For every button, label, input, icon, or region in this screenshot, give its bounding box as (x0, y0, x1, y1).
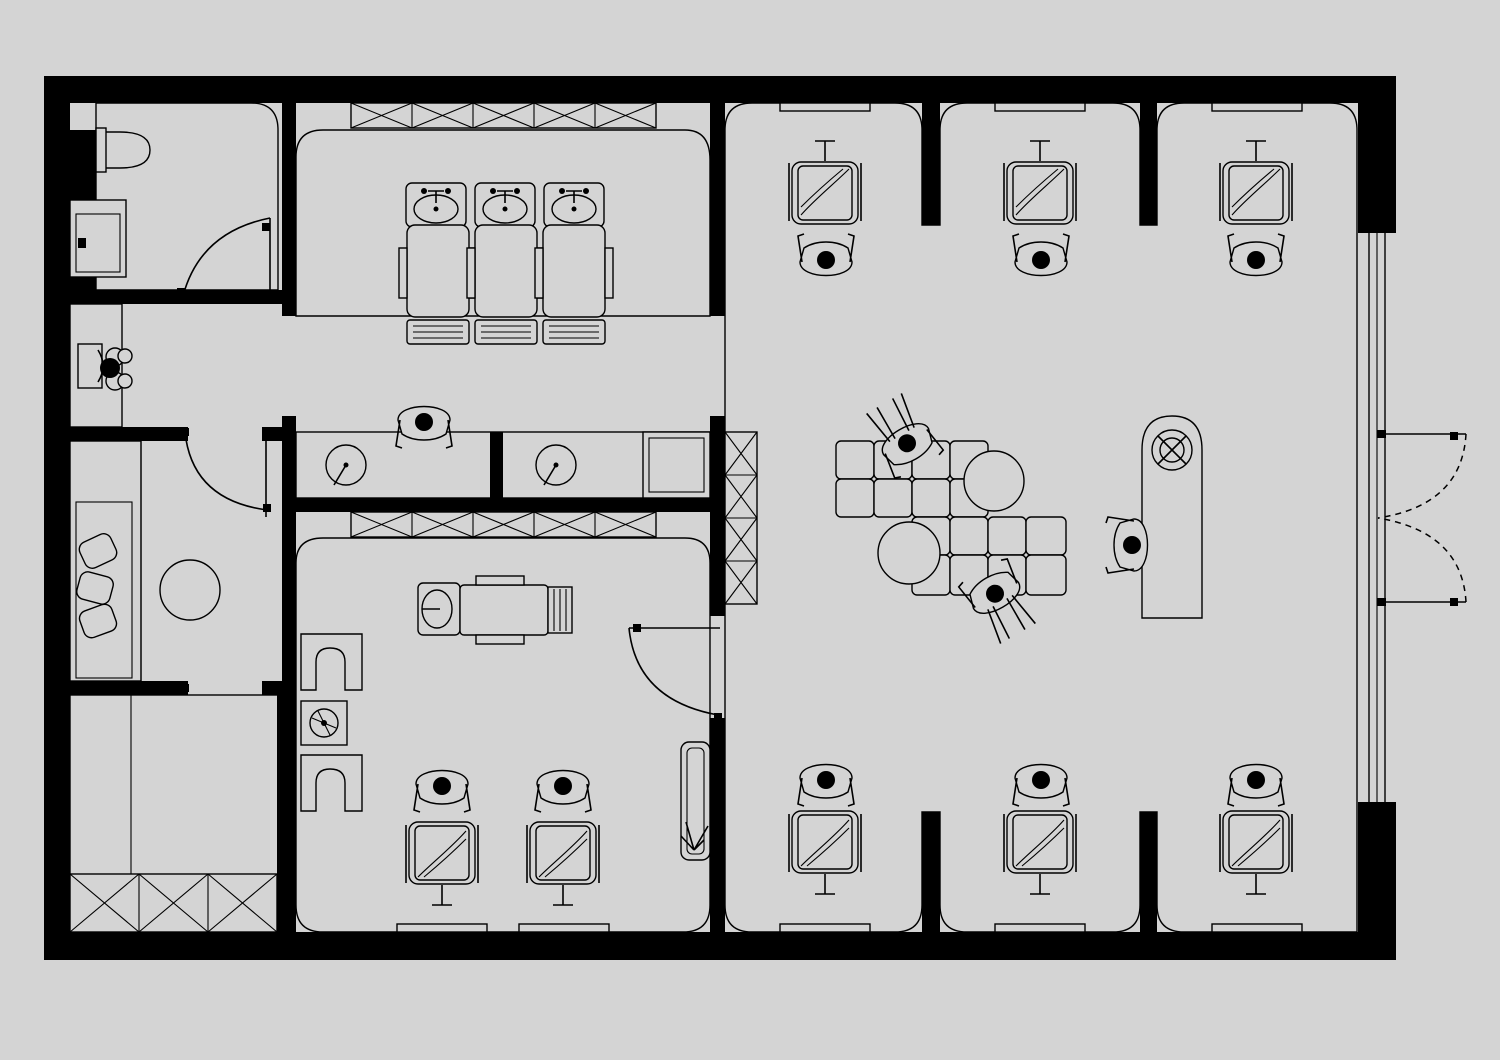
entrance-doors (1377, 430, 1467, 606)
treatment-room (282, 511, 725, 933)
staff-room (69, 440, 282, 772)
reception-desk (1105, 415, 1203, 619)
styling-stations-top (788, 140, 1293, 277)
dryer-alcove (69, 303, 282, 517)
restroom (69, 102, 282, 304)
styling-stations-bottom (788, 763, 1293, 895)
lounge-seating (835, 393, 1067, 644)
service-counter (282, 405, 758, 616)
storage (69, 694, 283, 933)
wash-area (282, 102, 725, 345)
